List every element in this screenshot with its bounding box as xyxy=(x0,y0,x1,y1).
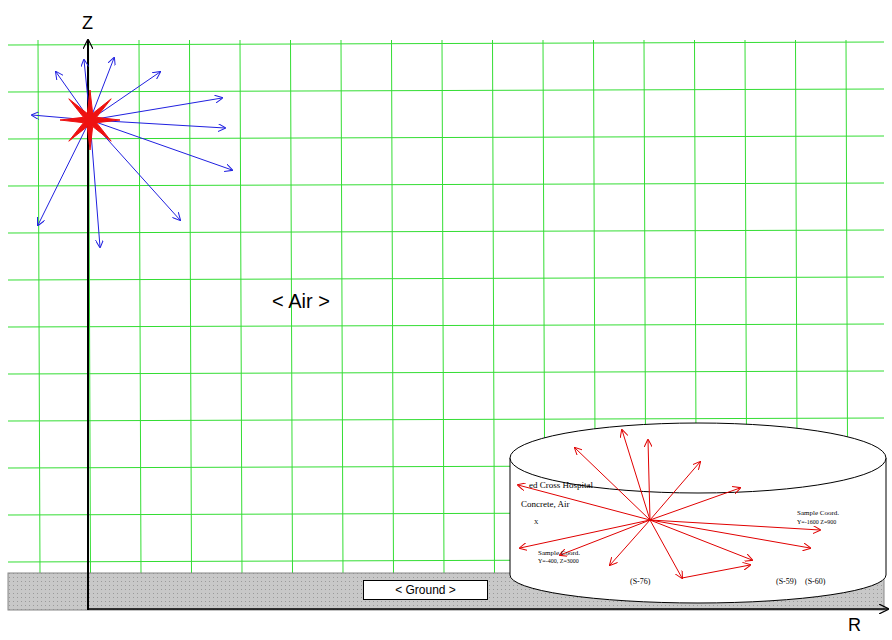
photo-text: Sample Coord. xyxy=(538,550,580,558)
region-box: < Ground > xyxy=(363,580,488,600)
photo-text: Y=-400, Z=3000 xyxy=(538,558,579,565)
axis-label: Z xyxy=(82,14,93,34)
photo-text: ed Cross Hospital xyxy=(529,481,593,491)
sample-id: (S-60) xyxy=(805,578,825,587)
sample-id: (S-59) xyxy=(776,578,796,587)
photo-text: Y=-1600 Z=900 xyxy=(797,519,836,526)
axis-label: R xyxy=(848,616,861,636)
region-label: < Air > xyxy=(272,290,330,312)
scatter-arrows xyxy=(518,430,820,578)
cylinder-top xyxy=(510,423,886,493)
source-burst xyxy=(60,90,120,150)
r-axis xyxy=(88,608,888,610)
sample-id: (S-76) xyxy=(630,578,650,587)
region-label: < Ground > xyxy=(395,583,456,597)
photo-text: X xyxy=(534,519,538,526)
source-rays xyxy=(32,58,232,247)
photo-text: Concrete, Air xyxy=(521,500,570,510)
photo-text: Sample Coord. xyxy=(797,510,839,518)
